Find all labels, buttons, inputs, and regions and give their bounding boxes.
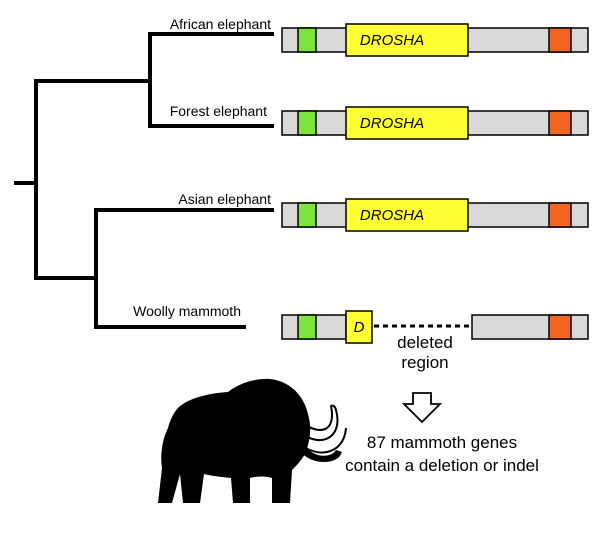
gene-bar-asian bbox=[281, 198, 589, 232]
species-label-mammoth: Woolly mammoth bbox=[133, 303, 241, 319]
gene-label-african: DROSHA bbox=[360, 32, 424, 49]
drosha-gene-box bbox=[345, 23, 469, 57]
orange-block bbox=[548, 110, 572, 136]
down-arrow-icon bbox=[401, 392, 443, 424]
gene-bar-forest bbox=[281, 106, 589, 140]
summary-line1: 87 mammoth genes bbox=[367, 433, 517, 452]
orange-block bbox=[548, 314, 572, 340]
phylogenetic-tree bbox=[14, 32, 274, 329]
species-label-asian: Asian elephant bbox=[178, 191, 271, 207]
green-block bbox=[297, 110, 317, 136]
green-block bbox=[297, 202, 317, 228]
drosha-gene-box bbox=[345, 106, 469, 140]
mammoth-tusks bbox=[295, 404, 347, 454]
green-block bbox=[297, 27, 317, 53]
green-block bbox=[297, 314, 317, 340]
gene-bar-mammoth bbox=[281, 310, 589, 344]
gene-bar-african bbox=[281, 23, 589, 57]
truncated-gene-box bbox=[345, 310, 373, 344]
summary-line2: contain a deletion or indel bbox=[345, 456, 539, 475]
gene-label-mammoth: D bbox=[354, 319, 365, 336]
mammoth-icon bbox=[158, 378, 342, 503]
orange-block bbox=[548, 202, 572, 228]
deleted-region-label-line2: region bbox=[401, 353, 448, 372]
gene-label-asian: DROSHA bbox=[360, 207, 424, 224]
deleted-region-label-line1: deleted bbox=[397, 333, 453, 352]
species-label-african: African elephant bbox=[170, 16, 271, 32]
drosha-gene-box bbox=[345, 198, 469, 232]
species-label-forest: Forest elephant bbox=[170, 103, 267, 119]
orange-block bbox=[548, 27, 572, 53]
gene-label-forest: DROSHA bbox=[360, 115, 424, 132]
